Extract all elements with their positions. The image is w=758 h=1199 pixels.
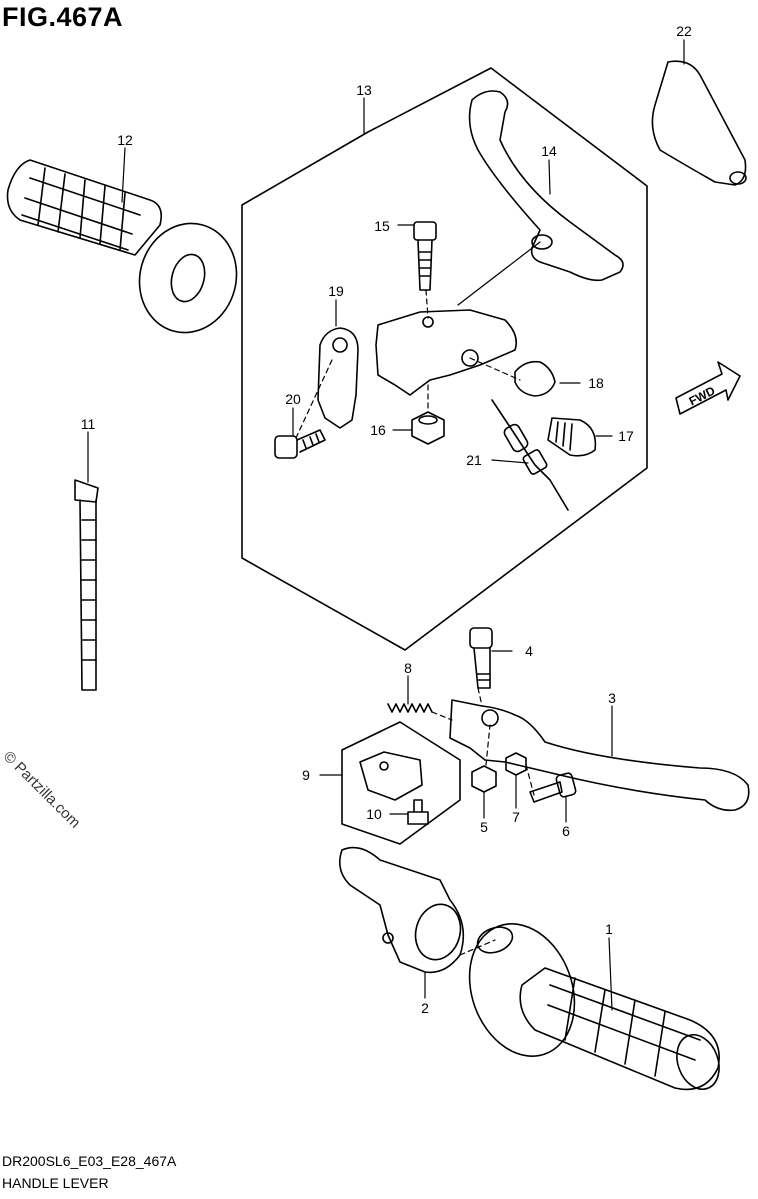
adjuster-18-part	[514, 360, 556, 397]
right-grip-part	[468, 923, 720, 1091]
callout-21: 21	[466, 452, 482, 468]
callout-1: 1	[605, 921, 613, 937]
callout-9: 9	[302, 767, 310, 783]
section-name-label: HANDLE LEVER	[2, 1175, 109, 1191]
assembly-13-boundary	[241, 67, 648, 651]
lever-3-part	[449, 699, 750, 812]
callout-6: 6	[562, 823, 570, 839]
figure-title: FIG.467A	[2, 2, 124, 32]
cover-22-part	[651, 60, 747, 186]
callout-15: 15	[374, 218, 390, 234]
spring-8-part	[387, 703, 433, 713]
callout-20: 20	[285, 391, 301, 407]
callout-4: 4	[525, 643, 533, 659]
callout-5: 5	[480, 819, 488, 835]
callout-7: 7	[512, 809, 520, 825]
callout-2: 2	[421, 1000, 429, 1016]
fwd-label: FWD	[687, 383, 718, 408]
lever-14-part	[468, 90, 624, 282]
bolt-6-part	[529, 772, 577, 803]
callout-10: 10	[366, 806, 382, 822]
bolt-15-part	[413, 221, 437, 291]
holder-19-hole	[332, 337, 348, 353]
callout-16: 16	[370, 422, 386, 438]
nut-16-part	[411, 411, 445, 445]
callout-14: 14	[541, 143, 557, 159]
callout-22: 22	[676, 23, 692, 39]
throttle-housing-2-part	[339, 846, 465, 974]
cable-21-part	[491, 399, 569, 511]
switch-9-part	[359, 751, 423, 801]
fwd-arrow-icon	[675, 361, 741, 415]
callout-3: 3	[608, 690, 616, 706]
lever-14-pivot	[531, 234, 553, 250]
nut-7-part	[505, 752, 527, 776]
cable-tie-11-part	[74, 479, 99, 691]
bracket-13-part	[375, 309, 518, 396]
adjuster-17-part	[547, 417, 597, 457]
bracket-cable-hole	[461, 349, 479, 367]
leader-lines	[87, 39, 685, 1011]
holder-19-part	[317, 327, 359, 429]
nut-5-part	[471, 765, 497, 793]
left-grip-part	[6, 159, 238, 334]
callout-12: 12	[117, 132, 133, 148]
callout-13: 13	[356, 82, 372, 98]
callout-18: 18	[588, 375, 604, 391]
screw-10-part	[407, 799, 429, 825]
bolt-4-part	[469, 627, 493, 689]
cover-22-tip	[729, 171, 747, 185]
callout-11: 11	[81, 416, 96, 432]
callout-19: 19	[328, 283, 344, 299]
bolt-20-part	[274, 429, 326, 459]
callout-17: 17	[618, 428, 634, 444]
model-code-label: DR200SL6_E03_E28_467A	[2, 1153, 177, 1169]
callout-labels: 22 12 13 14 15 19 18 20 16 17 21 11 4 8 …	[81, 23, 692, 1016]
assembly-9-boundary	[341, 721, 461, 845]
callout-8: 8	[404, 660, 412, 676]
